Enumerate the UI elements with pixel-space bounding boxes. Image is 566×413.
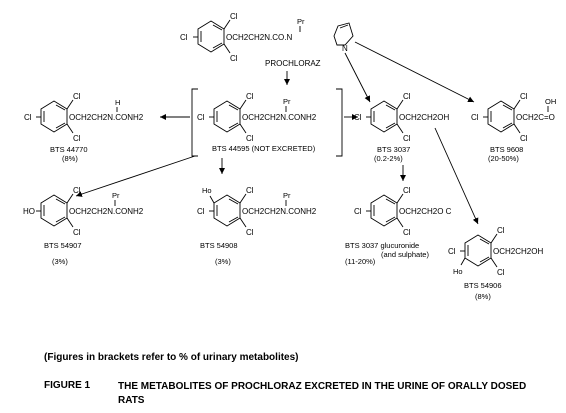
chlorine-label: Cl [246,186,254,195]
percentage-label: (11-20%) [345,257,376,266]
figure-label: FIGURE 1 [44,380,91,391]
chlorine-label: Cl [471,113,479,122]
chlorine-label: Cl [403,186,411,195]
formula: OCH2CH2N.CONH2 [69,113,144,122]
compound-code: BTS 54907 [44,241,82,250]
bts-3037-structure: Cl Cl Cl OCH2CH2OH BTS 3037 (0.2-2%) [354,92,449,163]
pathway-arrow [434,127,479,225]
chlorine-label: Cl [520,92,528,101]
compound-code: BTS 9608 [490,145,523,154]
percentage-label: (3%) [52,257,68,266]
chlorine-label: Cl [73,186,81,195]
percentage-label: (8%) [475,292,491,301]
chlorine-label: Cl [24,113,32,122]
hydroxyl-label: OH [545,97,556,106]
hydroxyl-label: Ho [202,186,212,195]
figure-title: THE METABOLITES OF PROCHLORAZ EXCRETED I… [118,381,527,406]
formula: OCH2CH2OH [399,113,449,122]
propyl-label: Pr [283,191,291,200]
bts-44595-structure: Cl Cl Cl OCH2CH2N.CONH2 Pr BTS 44595 (NO… [197,92,317,153]
compound-code: BTS 3037 [377,145,410,154]
chlorine-label: Cl [354,207,362,216]
percentage-label: (3%) [215,257,231,266]
hydroxyl-label: Ho [453,267,463,276]
compound-code: BTS 44770 [50,145,88,154]
bts-54908-structure: Ho Cl Cl Cl OCH2CH2N.CONH2 Pr BTS 54908 … [197,186,317,266]
nitrogen-label: N [342,44,348,53]
chlorine-label: Cl [497,268,505,277]
percentage-label: (20-50%) [488,154,519,163]
bracket-left [191,88,198,157]
bts-9608-structure: Cl Cl Cl OCH2C=O OH BTS 9608 (20-50%) [471,92,556,163]
formula: OCH2CH2OH [493,247,543,256]
pathway-arrow [354,41,475,103]
propyl-label: Pr [297,17,305,26]
chlorine-label: Cl [403,92,411,101]
formula: OCH2CH2N.CO.N [226,33,292,42]
conjugate-note: (and sulphate) [381,250,429,259]
percentage-label: (0.2-2%) [374,154,403,163]
chlorine-label: Cl [246,92,254,101]
chlorine-label: Cl [246,134,254,143]
bts-3037-glucuronide-structure: Cl Cl Cl OCH2CH2O C BTS 3037 glucuronide… [345,186,452,266]
bts-54906-structure: Cl Cl Ho Cl OCH2CH2OH BTS 54906 (8%) [448,226,543,301]
compound-code: BTS 3037 glucuronide [345,241,419,250]
percentage-label: (8%) [62,154,78,163]
chlorine-label: Cl [73,92,81,101]
chlorine-label: Cl [497,226,505,235]
compound-name: PROCHLORAZ [265,59,321,68]
chlorine-label: Cl [197,207,205,216]
compound-code: BTS 54906 [464,281,502,290]
footnote: (Figures in brackets refer to % of urina… [44,352,299,363]
formula: OCH2CH2N.CONH2 [242,113,317,122]
hydrogen-label: H [115,98,120,107]
formula: OCH2C=O [516,113,555,122]
formula: OCH2CH2N.CONH2 [242,207,317,216]
chlorine-label: Cl [230,54,238,63]
compound-code: BTS 54908 [200,241,238,250]
chlorine-label: Cl [73,134,81,143]
propyl-label: Pr [112,191,120,200]
formula: OCH2CH2O C [399,207,452,216]
chlorine-label: Cl [448,247,456,256]
compound-code: BTS 44595 (NOT EXCRETED) [212,144,316,153]
chlorine-label: Cl [354,113,362,122]
chlorine-label: Cl [403,134,411,143]
chlorine-label: Cl [520,134,528,143]
formula: OCH2CH2N.CONH2 [69,207,144,216]
chlorine-label: Cl [246,228,254,237]
bts-54907-structure: Cl HO Cl OCH2CH2N.CONH2 Pr BTS 54907 (3%… [23,186,144,266]
chlorine-label: Cl [180,33,188,42]
hydroxyl-label: HO [23,207,35,216]
chlorine-label: Cl [73,228,81,237]
chlorine-label: Cl [230,12,238,21]
chlorine-label: Cl [403,228,411,237]
pathway-arrow [75,155,196,197]
prochloraz-structure: Cl Cl Cl OCH2CH2N.CO.N Pr N PROCHLORAZ [180,12,354,68]
bts-44770-structure: Cl Cl Cl OCH2CH2N.CONH2 H BTS 44770 (8%) [24,92,144,163]
pathway-arrow [344,52,371,103]
bracket-right [336,88,343,157]
chlorine-label: Cl [197,113,205,122]
propyl-label: Pr [283,97,291,106]
